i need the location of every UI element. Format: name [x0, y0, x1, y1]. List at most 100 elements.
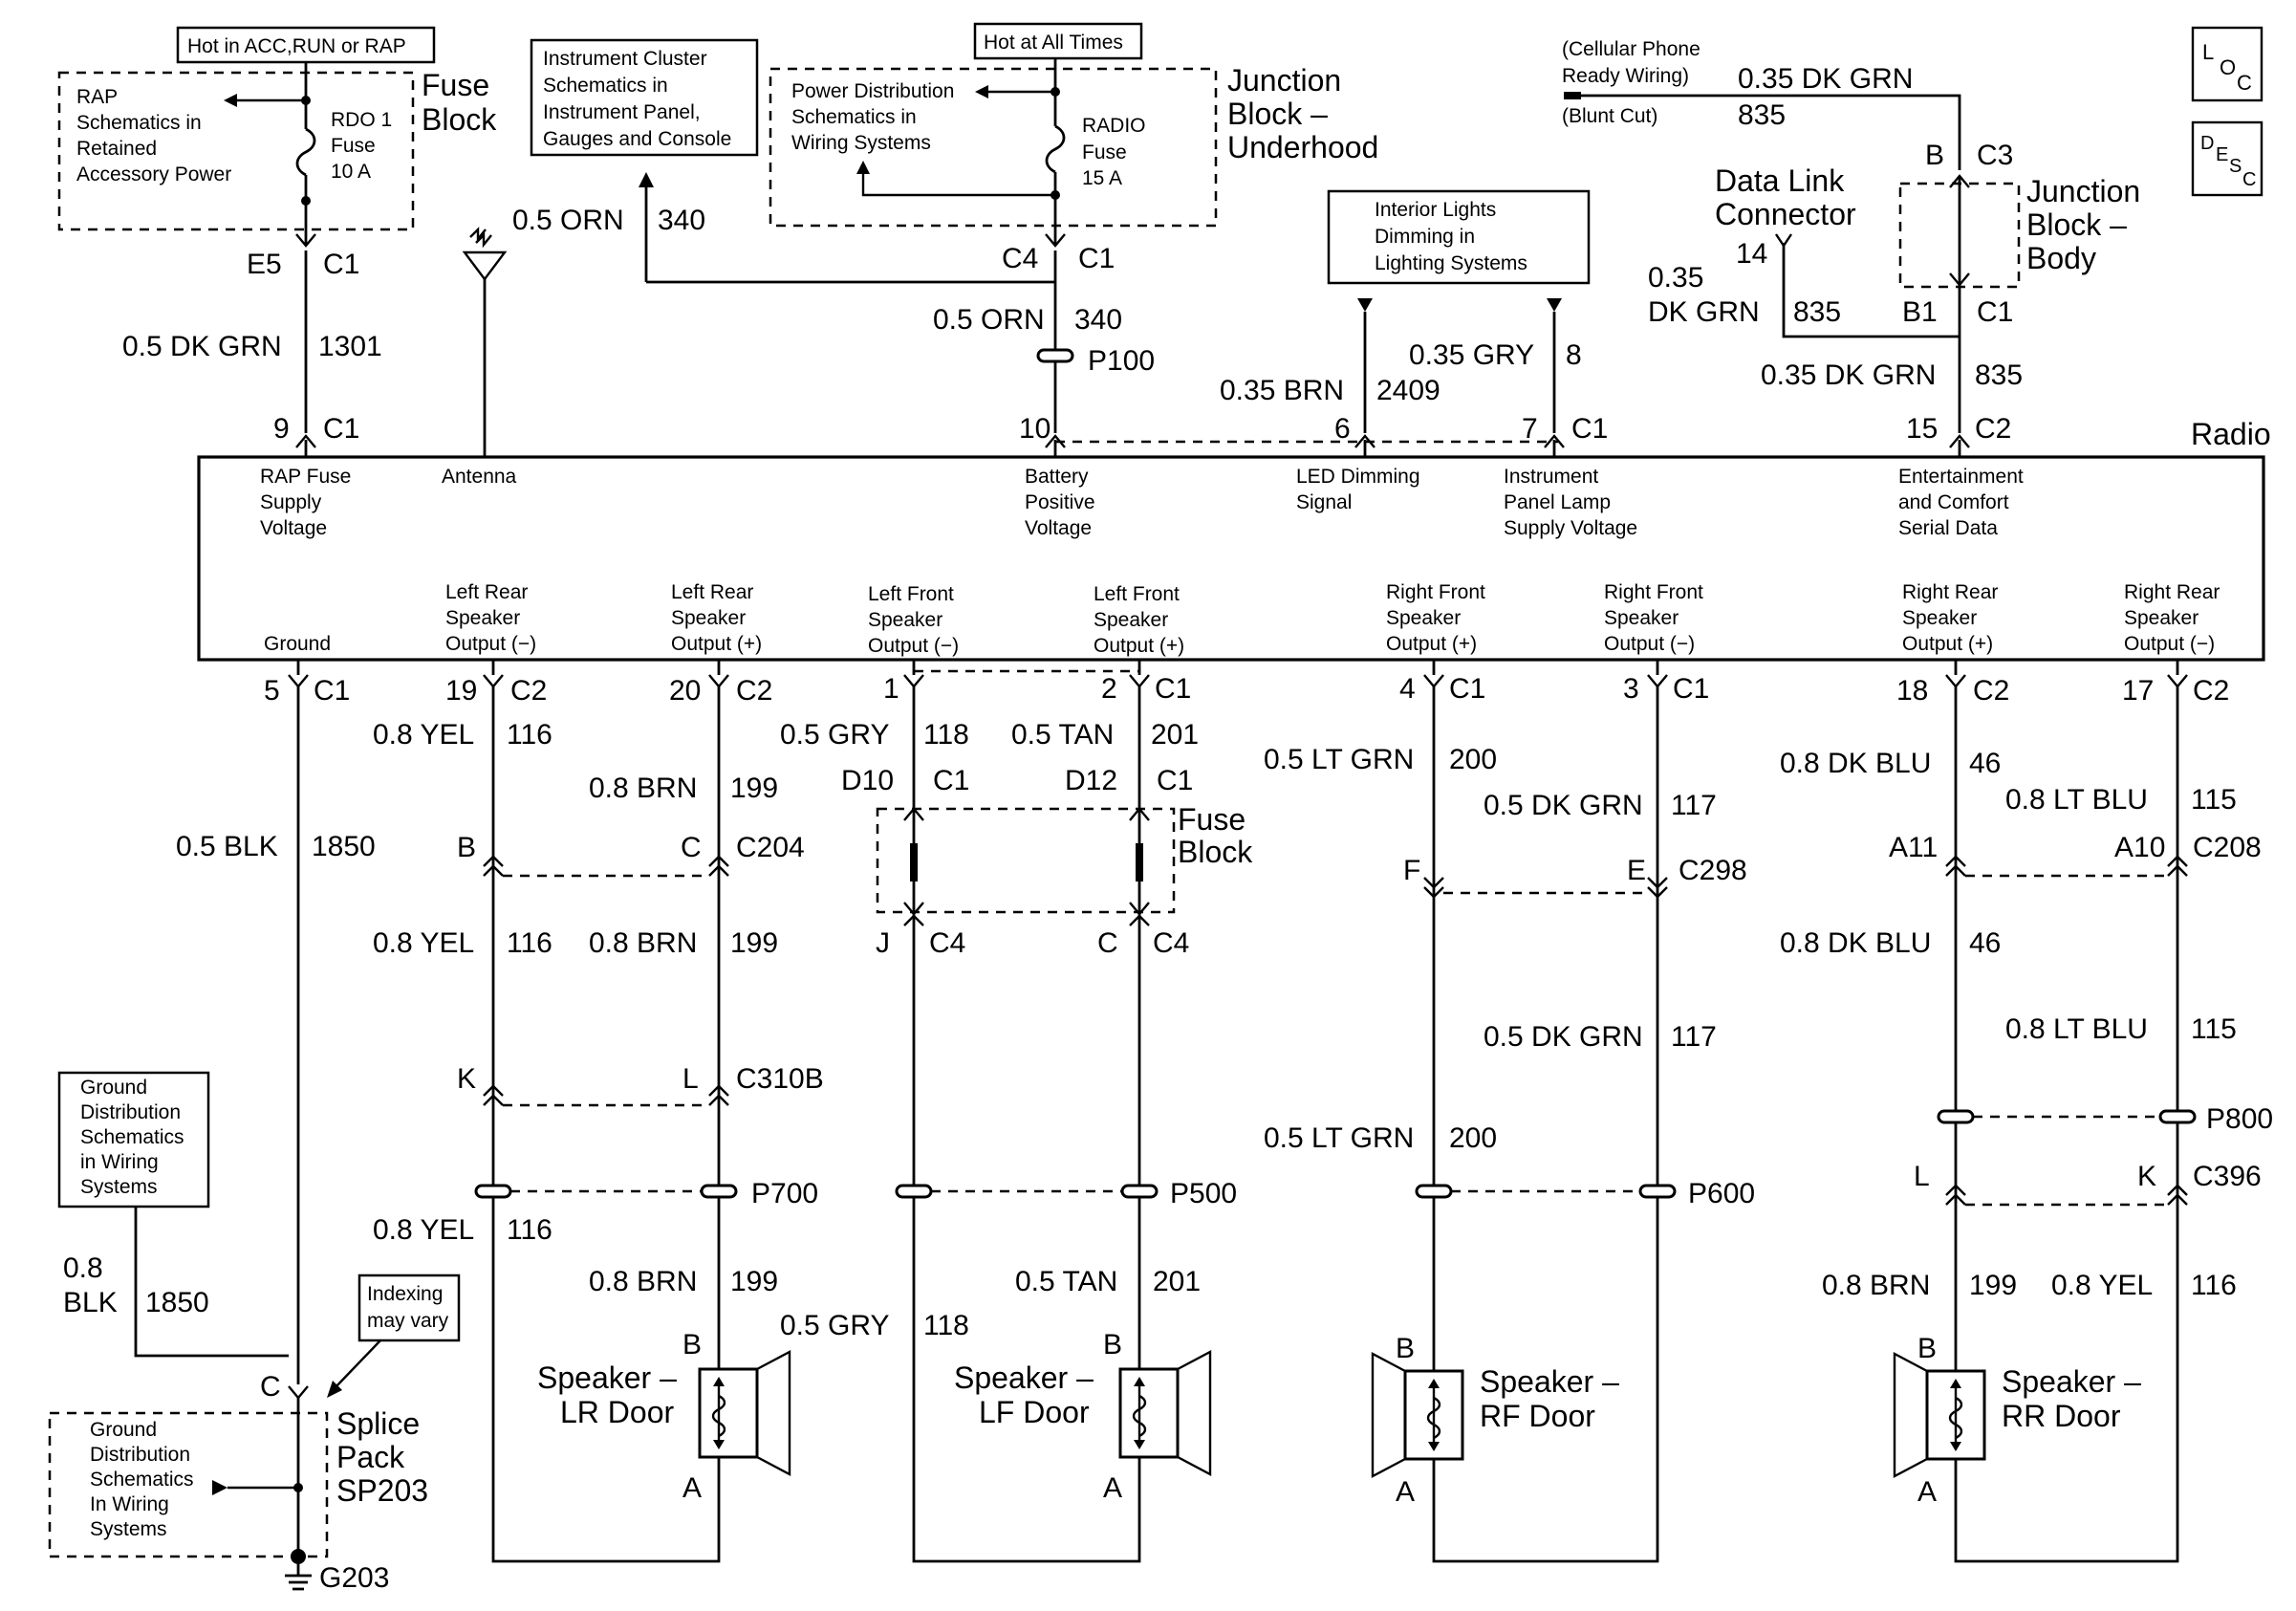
- conn-p800: P800: [2206, 1103, 2273, 1135]
- arrow-icon: [327, 1381, 342, 1398]
- pin-9: 9: [273, 413, 290, 445]
- connector-c298-icon: [1423, 877, 1668, 899]
- svg-text:0.8 YEL: 0.8 YEL: [373, 927, 474, 959]
- note-hot-acc-text: Hot in ACC,RUN or RAP: [187, 35, 406, 57]
- pin-9-conn: C1: [323, 413, 359, 445]
- connector-c204-icon: [483, 855, 729, 877]
- wire-117-circuit: 117: [1671, 790, 1717, 821]
- svg-text:may vary: may vary: [367, 1310, 449, 1332]
- wire-835c-gauge: 0.35 DK GRN: [1761, 359, 1936, 391]
- pin-7-conn: C1: [1571, 413, 1608, 445]
- pin-label-serial: and Comfort: [1898, 491, 2009, 513]
- svg-text:in Wiring: in Wiring: [80, 1151, 159, 1173]
- wire-1850a-gauge: 0.5 BLK: [176, 831, 278, 862]
- wire-116b-gauge: 0.8 YEL: [2051, 1270, 2153, 1301]
- pin-l: L: [682, 1063, 699, 1095]
- ground-icon: [285, 1564, 312, 1591]
- svg-text:Instrument Panel,: Instrument Panel,: [543, 101, 701, 123]
- wire-1850a-circuit: 1850: [312, 831, 376, 862]
- conn-c208: C208: [2193, 832, 2262, 863]
- rap-schematics-ref: RAP Schematics in Retained Accessory Pow…: [76, 86, 231, 185]
- wire-8-gauge: 0.35 GRY: [1409, 339, 1534, 371]
- wire-835b-gauge: 0.35: [1648, 262, 1703, 294]
- wire-201-gauge: 0.5 TAN: [1011, 719, 1114, 751]
- pin-label-lf-pos: Speaker: [1094, 609, 1168, 631]
- svg-text:LR Door: LR Door: [560, 1395, 675, 1429]
- wire-8-circuit: 8: [1566, 339, 1582, 371]
- note-hot-all-text: Hot at All Times: [984, 32, 1123, 54]
- arrow-left-icon: [224, 94, 237, 107]
- arrow-up-icon: [856, 161, 870, 174]
- wire-200-circuit: 200: [1449, 744, 1497, 775]
- svg-text:Junction: Junction: [1227, 63, 1341, 98]
- pin-label-lf-pos: Left Front: [1094, 583, 1180, 605]
- svg-text:E: E: [2216, 144, 2228, 165]
- svg-text:Junction: Junction: [2026, 174, 2140, 208]
- svg-text:RAP: RAP: [76, 86, 118, 108]
- svg-text:5: 5: [264, 675, 280, 707]
- conn-c298: C298: [1679, 855, 1747, 886]
- fuse-rdo1-icon: [295, 127, 316, 177]
- svg-text:Schematics: Schematics: [90, 1469, 194, 1491]
- dlc-pin-14: 14: [1736, 238, 1767, 270]
- svg-text:C2: C2: [2193, 675, 2229, 707]
- wire-115-circuit: 115: [2191, 784, 2237, 816]
- conn-g203: G203: [319, 1562, 389, 1594]
- svg-text:Schematics in: Schematics in: [543, 75, 668, 97]
- connector-c310b-icon: [483, 1084, 729, 1106]
- ground-point-icon: [291, 1549, 306, 1564]
- svg-text:Power Distribution: Power Distribution: [791, 80, 954, 102]
- pin-7: 7: [1522, 413, 1538, 445]
- pin-label-ground: Ground: [264, 633, 331, 655]
- svg-text:SP203: SP203: [336, 1473, 428, 1508]
- svg-text:Pack: Pack: [336, 1440, 405, 1474]
- svg-text:0.5 LT GRN: 0.5 LT GRN: [1264, 1122, 1414, 1154]
- loc-icon-text: L: [2202, 40, 2214, 64]
- svg-text:Fuse: Fuse: [1082, 142, 1127, 163]
- conn-c310b: C310B: [736, 1063, 824, 1095]
- wire-340b-gauge: 0.5 ORN: [933, 304, 1045, 336]
- desc-icon: [2191, 120, 2264, 197]
- pin-label-led: Signal: [1296, 491, 1352, 513]
- pin-label-ip-lamp: Panel Lamp: [1504, 491, 1611, 513]
- pin-15: 15: [1906, 413, 1938, 445]
- svg-text:Block –: Block –: [1227, 97, 1328, 131]
- svg-text:0.8 BRN: 0.8 BRN: [589, 927, 697, 959]
- pin-label-serial: Entertainment: [1898, 466, 2024, 488]
- svg-text:199: 199: [730, 927, 778, 959]
- ground-dist-ref-top: [57, 1071, 210, 1208]
- svg-text:Retained: Retained: [76, 138, 157, 160]
- signal-waves-icon: [469, 227, 492, 249]
- svg-text:116: 116: [507, 1214, 552, 1246]
- svg-text:C: C: [2237, 71, 2252, 95]
- dlc-label: Data Link Connector: [1715, 163, 1856, 231]
- speaker-lr-icon: [698, 1350, 791, 1476]
- pin-label-battery: Positive: [1025, 491, 1095, 513]
- svg-text:18: 18: [1896, 675, 1928, 707]
- fuse-link-icon: [910, 843, 918, 882]
- fuse-radio-label: RADIO Fuse 15 A: [1082, 115, 1146, 189]
- interior-lights-ref: [1327, 189, 1591, 285]
- pin-label-rr-neg: Output (−): [2124, 633, 2215, 655]
- wire-1301-circuit: 1301: [318, 331, 382, 362]
- svg-text:Instrument Cluster: Instrument Cluster: [543, 48, 707, 70]
- svg-text:B: B: [1396, 1333, 1415, 1364]
- jb-underhood-outline: [769, 67, 1218, 228]
- svg-text:Schematics in: Schematics in: [791, 106, 917, 128]
- svg-text:Distribution: Distribution: [80, 1101, 181, 1123]
- arrow-up-icon: [639, 172, 654, 187]
- svg-text:C: C: [2242, 169, 2256, 190]
- pin-label-rf-neg: Right Front: [1604, 581, 1703, 603]
- svg-text:0.5 TAN: 0.5 TAN: [1015, 1266, 1117, 1297]
- pin-label-ip-lamp: Instrument: [1504, 466, 1598, 488]
- svg-text:15 A: 15 A: [1082, 167, 1122, 189]
- connector-c4-icon: [1045, 233, 1066, 248]
- inline-connector-p100-icon: [1036, 348, 1074, 363]
- speaker-rr-label: Speaker – RR Door: [2002, 1364, 2141, 1433]
- wire-2409-gauge: 0.35 BRN: [1220, 375, 1344, 406]
- svg-text:(Blunt Cut): (Blunt Cut): [1562, 105, 1657, 127]
- svg-text:Splice: Splice: [336, 1406, 420, 1441]
- conn-b1-c1: C1: [1977, 296, 2013, 328]
- connector-c396-icon: [1945, 1184, 2188, 1206]
